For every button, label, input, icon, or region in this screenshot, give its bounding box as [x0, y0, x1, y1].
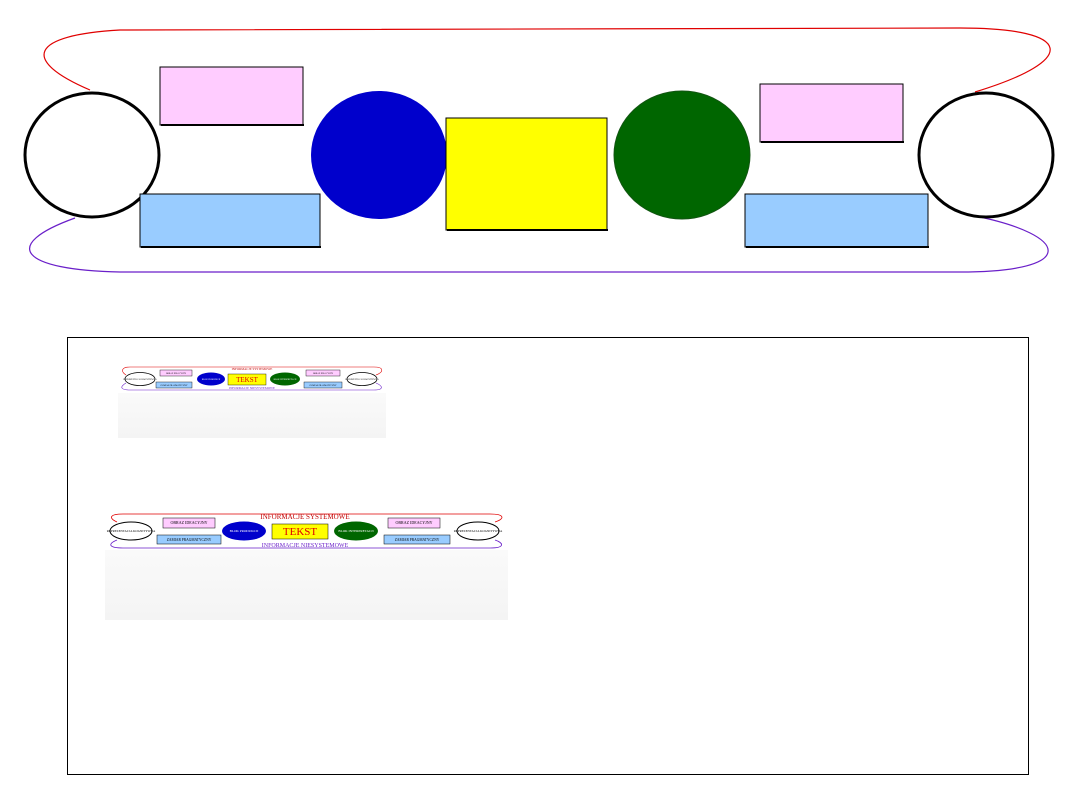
thumb-small-right-pink-label: OBRAZ IDEACYJNY [313, 372, 334, 375]
green-circle [613, 90, 751, 220]
thumb-large-right-circle-label: REPREZENTACJA KOGNITYWNA [454, 529, 503, 533]
right-pink-box [759, 83, 904, 143]
thumb-large-green-circle-label: BLOK INTERPRETACJI [338, 529, 374, 533]
thumb-small-left-blue-label: ZAMIAR PRAGMATYCZNY [160, 384, 188, 387]
thumb-large-left-pink-label: OBRAZ IDEACYJNY [171, 520, 208, 525]
thumb-small-right-circle-label: REPREZENTACJA KOGNITYWNA [345, 378, 379, 381]
thumb-large-center-label: TEKST [283, 526, 318, 538]
left-circle [23, 91, 161, 219]
right-circle [917, 91, 1055, 219]
blue-circle [311, 91, 447, 219]
thumb-large-left-blue-label: ZAMIAR PRAGMATYCZNY [167, 538, 212, 542]
thumb-small-blue-circle-label: BLOK PRODUKCJI [202, 379, 221, 381]
thumb-small-left-pink-label: OBRAZ IDEACYJNY [166, 372, 187, 375]
thumb-large-left-circle-label: REPREZENTACJA KOGNITYWNA [107, 529, 156, 533]
thumb-large-right-blue-label: ZAMIAR PRAGMATYCZNY [395, 538, 440, 542]
thumb-large-bottom-label: INFORMACJE NIESYSTEMOWE [262, 543, 349, 549]
thumb-small-right-blue-label: ZAMIAR PRAGMATYCZNY [309, 384, 337, 387]
thumb-small-left-circle-label: REPREZENTACJA KOGNITYWNA [123, 378, 157, 381]
purple-loop [29, 215, 1049, 273]
thumb-small-center-label: TEKST [236, 376, 259, 384]
thumb-large-top-label: INFORMACJE SYSTEMOWE [260, 513, 349, 521]
thumb-large-right-pink-label: OBRAZ IDEACYJNY [396, 520, 433, 525]
left-blue-box [139, 193, 321, 248]
right-blue-box [744, 193, 929, 248]
yellow-box [445, 117, 608, 231]
left-pink-box [159, 66, 304, 126]
thumbnail-large: INFORMACJE SYSTEMOWE INFORMACJE NIESYSTE… [105, 510, 508, 620]
thumb-large-blue-circle-label: BLOK PRODUKCJI [230, 529, 260, 533]
thumb-small-green-circle-label: BLOK INTERPRETACJI [274, 378, 297, 381]
red-loop [43, 27, 1051, 93]
main-diagram [23, 27, 1055, 273]
slide-frame: INFORMACJE SYSTEMOWE INFORMACJE NIESYSTE… [67, 337, 1029, 775]
thumb-small-top-label: INFORMACJE SYSTEMOWE [232, 367, 273, 371]
thumb-small-bottom-label: INFORMACJE NIESYSTEMOWE [229, 386, 275, 390]
thumbnail-small: INFORMACJE SYSTEMOWE INFORMACJE NIESYSTE… [118, 363, 386, 438]
